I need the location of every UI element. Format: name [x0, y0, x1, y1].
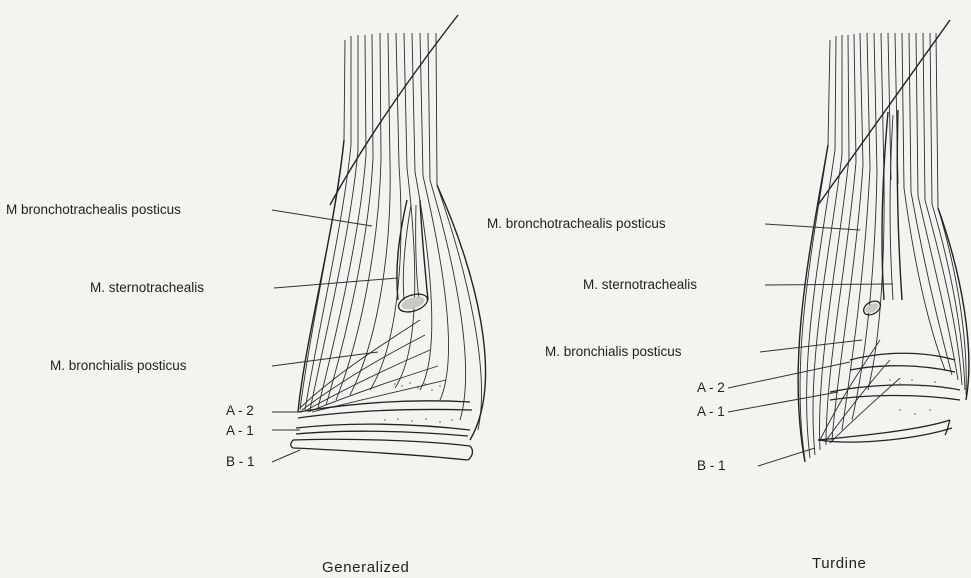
turdine-label-b1: B - 1	[697, 458, 726, 473]
generalized-label-bronchotrachealis: M bronchotrachealis posticus	[6, 202, 181, 217]
generalized-bronchialis-fibers	[300, 320, 446, 412]
turdine-label-sternotrachealis: M. sternotrachealis	[583, 277, 697, 292]
turdine-label-a2: A - 2	[697, 380, 725, 395]
turdine-figure: M. bronchotrachealis posticus M. sternot…	[487, 20, 969, 572]
generalized-label-sternotrachealis: M. sternotrachealis	[90, 280, 204, 295]
generalized-trachea-fibers	[344, 33, 437, 185]
generalized-stipple	[384, 382, 453, 423]
generalized-label-bronchialis: M. bronchialis posticus	[50, 358, 187, 373]
turdine-label-bronchialis: M. bronchialis posticus	[545, 344, 682, 359]
generalized-bronchotrachealis-fibers	[300, 140, 482, 430]
generalized-label-a1: A - 1	[226, 423, 254, 438]
generalized-section-line	[330, 15, 458, 205]
generalized-caption: Generalized	[322, 559, 409, 576]
generalized-label-a2: A - 2	[226, 403, 254, 418]
turdine-label-bronchotrachealis: M. bronchotrachealis posticus	[487, 216, 666, 231]
turdine-caption: Turdine	[812, 555, 867, 572]
generalized-figure: M bronchotrachealis posticus M. sternotr…	[6, 15, 486, 576]
turdine-label-a1: A - 1	[697, 404, 725, 419]
generalized-label-b1: B - 1	[226, 454, 255, 469]
generalized-cartilage-rings	[291, 401, 473, 460]
turdine-cartilage-rings	[818, 353, 960, 442]
